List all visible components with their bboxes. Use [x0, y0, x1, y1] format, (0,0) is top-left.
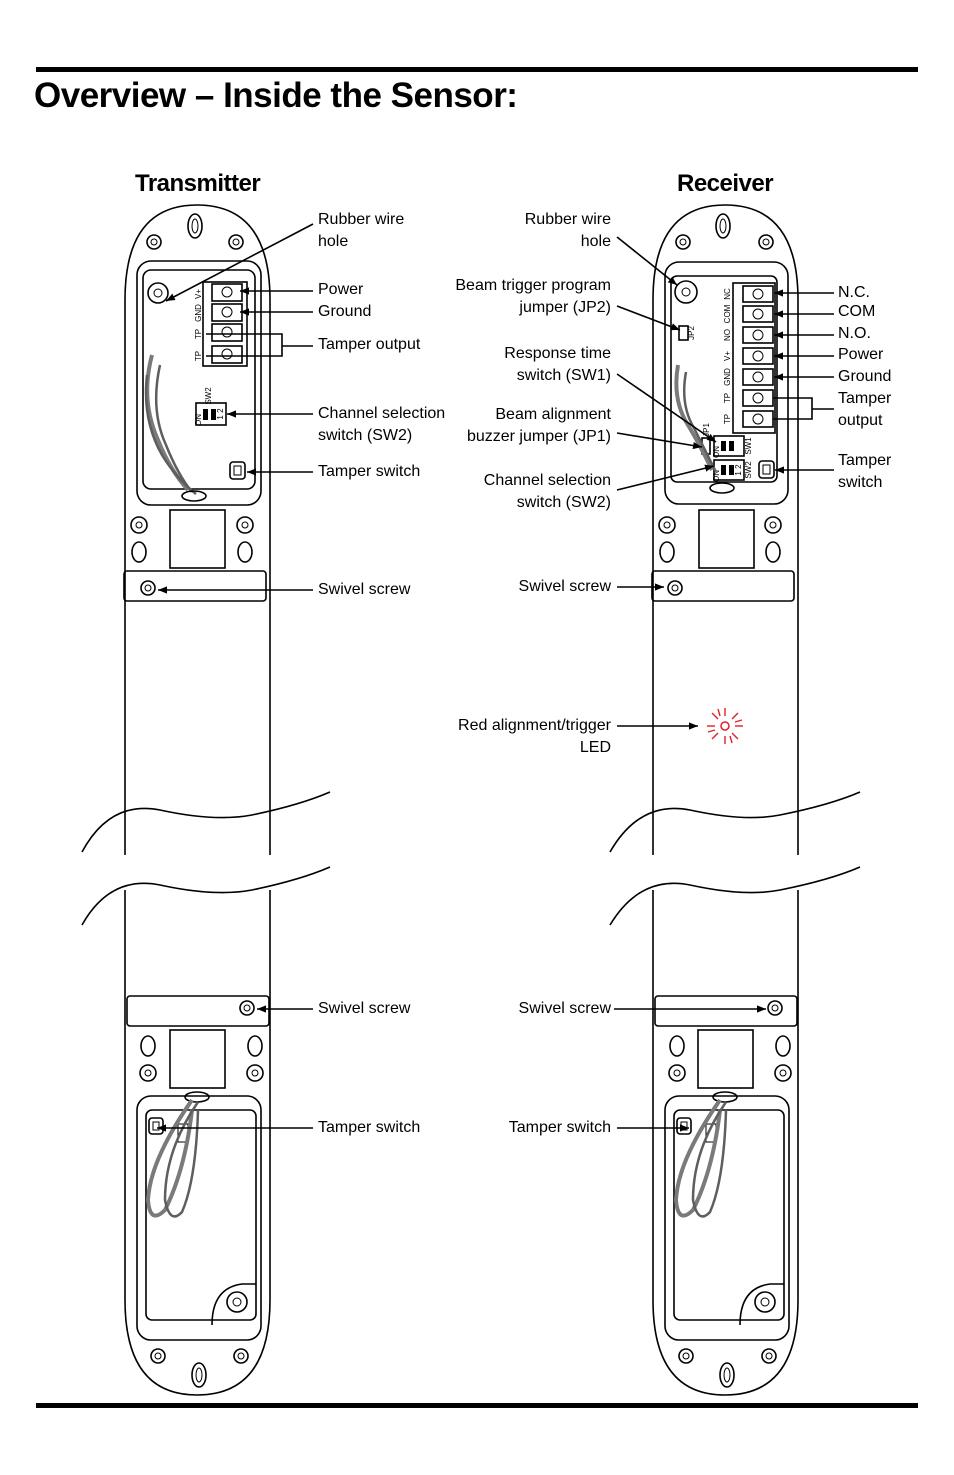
rx-mark-tp1: TP	[723, 393, 732, 403]
rx-label-response-time-switch: Response time switch (SW1)	[504, 345, 611, 384]
rx-sw1-mark: SW1	[744, 437, 753, 455]
tx-sw2-pos: 1 2	[216, 408, 225, 420]
transmitter-bottom-unit	[81, 866, 331, 1396]
receiver-bottom-unit	[609, 866, 861, 1396]
rx-label-power: Power	[838, 346, 884, 363]
receiver-sw1-switch: SW1 ON	[712, 435, 753, 458]
rx-label-swivel-screw-bottom: Swivel screw	[518, 1000, 611, 1017]
tx-mark-gnd: GND	[194, 304, 203, 322]
rx-mark-vplus: V+	[723, 351, 732, 361]
page-title: Overview – Inside the Sensor:	[34, 76, 518, 115]
rx-label-no: N.O.	[838, 325, 871, 342]
rx-sw2-on: ON	[712, 470, 721, 482]
rx-label-beam-alignment-jumper: Beam alignment buzzer jumper (JP1)	[466, 406, 611, 445]
rx-label-ground: Ground	[838, 368, 892, 385]
bottom-rule	[36, 1403, 918, 1408]
tx-label-channel-selection: Channel selection switch (SW2)	[318, 405, 446, 444]
top-rule	[36, 67, 918, 72]
tx-label-swivel-screw-bottom: Swivel screw	[318, 1000, 411, 1017]
receiver-wire-bundle	[674, 364, 714, 471]
rx-label-channel-selection: Channel selection switch (SW2)	[483, 472, 611, 511]
receiver-top-unit: NC COM NO V+ GND TP TP JP2 JP1 SW1 ON SW…	[609, 204, 861, 855]
rx-label-swivel-screw-top: Swivel screw	[518, 578, 611, 595]
receiver-sw2-switch: SW2 ON 1 2	[712, 459, 753, 482]
transmitter-bottom-wire-loop	[145, 1098, 194, 1218]
tx-mark-vplus: V+	[194, 289, 203, 299]
rx-label-beam-trigger-jumper: Beam trigger program jumper (JP2)	[455, 277, 611, 316]
transmitter-top-unit: V+ GND TP TP SW2 ON 1 2	[81, 204, 331, 855]
tx-label-power-ground: Power Ground	[318, 281, 372, 320]
rx-sw2-mark: SW2	[744, 461, 753, 479]
rx-jp1-mark: JP1	[702, 423, 711, 437]
rx-mark-nc: NC	[723, 288, 732, 300]
rx-label-com: COM	[838, 303, 876, 320]
rx-label-rubber-wire-hole: Rubber wire hole	[524, 211, 611, 250]
tx-label-tamper-switch-bottom: Tamper switch	[318, 1119, 421, 1136]
tx-label-tamper-switch: Tamper switch	[318, 463, 421, 480]
transmitter-wire-bundle	[145, 354, 190, 492]
transmitter-channel-switch: SW2 ON 1 2	[194, 387, 227, 426]
rx-sw1-on: ON	[712, 446, 721, 458]
tx-sw2-mark: SW2	[204, 387, 213, 405]
tx-label-tamper-output: Tamper output	[318, 336, 421, 353]
rx-mark-com: COM	[723, 304, 732, 323]
tx-mark-tp1: TP	[194, 329, 203, 339]
receiver-leaders	[614, 236, 834, 1132]
tx-sw2-on: ON	[194, 414, 203, 426]
receiver-terminal-block: NC COM NO V+ GND TP TP	[723, 285, 774, 428]
rx-jp2-mark: JP2	[687, 326, 696, 340]
rx-label-red-led: Red alignment/trigger LED	[458, 717, 611, 756]
rx-label-tamper-switch-bottom: Tamper switch	[508, 1119, 611, 1136]
receiver-red-led	[707, 708, 743, 744]
transmitter-leaders	[157, 223, 314, 1132]
tx-label-swivel-screw-top: Swivel screw	[318, 581, 411, 598]
receiver-title: Receiver	[677, 170, 774, 197]
rx-mark-no: NO	[723, 329, 732, 341]
rx-label-tamper-switch: Tamper switch	[838, 452, 892, 491]
tx-mark-tp2: TP	[194, 351, 203, 361]
transmitter-title: Transmitter	[135, 170, 261, 197]
rx-label-tamper-output: Tamper output	[838, 390, 892, 429]
receiver-bottom-wire-loop	[673, 1098, 722, 1218]
transmitter-terminal-block: V+ GND TP TP	[194, 283, 243, 364]
rx-mark-gnd: GND	[723, 368, 732, 386]
rx-mark-tp2: TP	[723, 414, 732, 424]
rx-label-nc: N.C.	[838, 284, 870, 301]
tx-label-rubber-wire-hole: Rubber wire hole	[318, 211, 405, 250]
rx-sw2-pos: 1 2	[734, 464, 743, 476]
receiver-jp2-jumper: JP2	[678, 325, 696, 341]
